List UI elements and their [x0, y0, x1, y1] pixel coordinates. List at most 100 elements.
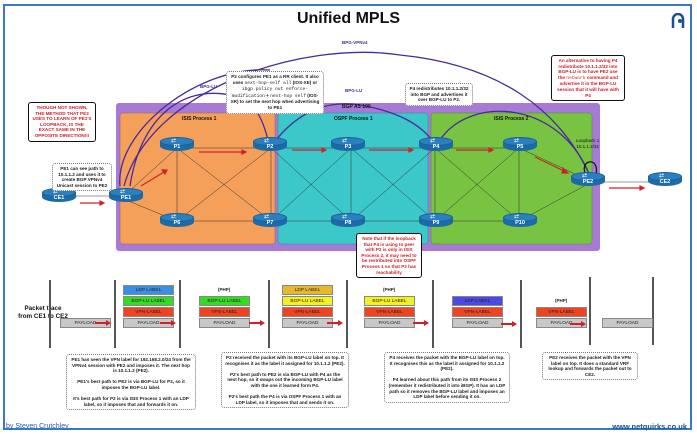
- trace-separator: [432, 280, 434, 348]
- router-name: PE1: [120, 195, 132, 201]
- php-label: (PHP): [383, 287, 396, 292]
- bgp-as-label: BGP AS 100: [342, 104, 371, 110]
- explanation-p2: P2 received the packet with its BGP-LU l…: [221, 352, 349, 409]
- note-text: (IOS-XR) to set the next hop when advert…: [230, 92, 320, 110]
- label-payload: PAYLOAD: [452, 318, 503, 328]
- router-name: P9: [432, 220, 440, 226]
- router-name: P7: [266, 220, 274, 226]
- zone-ospf1: [277, 112, 429, 245]
- router-ce2[interactable]: ⇄CE2: [648, 172, 682, 189]
- note-p4-redistributes: P4 redistributes 10.1.1.2/32 into BGP an…: [405, 83, 473, 106]
- trace-separator: [114, 280, 116, 348]
- label-bgp-lu-label: BGP-LU LABEL: [123, 296, 174, 306]
- author-credit: by Steven Crutchley: [6, 423, 69, 430]
- explanation-text: PE1 has seen the VPN label for 192.168.2…: [71, 357, 191, 374]
- explanation-p4: P4 receives the packet with the BGP-LU l…: [384, 352, 510, 403]
- router-p8[interactable]: ⇄P8: [331, 213, 365, 230]
- site-link[interactable]: www.netquirks.co.uk: [612, 422, 687, 431]
- page-title: Unified MPLS: [296, 10, 401, 27]
- trace-arrow-icon: [95, 320, 111, 326]
- vpnv4-session-label: BPG-VPNv4: [342, 40, 368, 45]
- router-icon: ⇄: [171, 213, 177, 220]
- label-vpn-label: VPN-LABEL: [536, 307, 587, 317]
- router-p7[interactable]: ⇄P7: [253, 213, 287, 230]
- zone-label-isis2: ISIS Process 2: [494, 116, 529, 122]
- note-text: P2 configures PE1 as a RR client. It als…: [231, 74, 319, 85]
- explanation-pe2: PE2 receives the packet with the VPN lab…: [542, 352, 638, 381]
- trace-arrow-icon: [501, 321, 517, 327]
- router-name: P6: [173, 220, 181, 226]
- router-p2[interactable]: ⇄P2: [253, 137, 287, 154]
- netquirks-logo-icon: [671, 13, 685, 28]
- note-text: +: [266, 92, 269, 98]
- explanation-text: P2's best path the P4 is via OSPF Proces…: [228, 394, 342, 405]
- router-icon: ⇄: [53, 188, 59, 195]
- note-code: network: [566, 75, 586, 81]
- router-name: P4: [432, 144, 440, 150]
- trace-arrow-icon: [413, 320, 429, 326]
- bgp-lu-left-label: BPG-LU: [200, 84, 218, 89]
- label-bgp-lu-label: BGP-LU LABEL: [364, 296, 415, 306]
- zone-label-isis1: ISIS Process 1: [182, 116, 217, 122]
- note-alternative-network-command: An alternative to having P4 redistribute…: [551, 55, 625, 102]
- label-vpn-label: VPN-LABEL: [364, 307, 415, 317]
- php-label: (PHP): [555, 298, 568, 303]
- trace-separator: [520, 280, 522, 348]
- trace-arrow-icon: [327, 320, 343, 326]
- router-icon: ⇄: [120, 188, 126, 195]
- label-payload: PAYLOAD: [602, 318, 653, 328]
- label-vpn-label: VPN-LABEL: [123, 307, 174, 317]
- router-icon: ⇄: [514, 213, 520, 220]
- trace-separator: [179, 280, 181, 348]
- router-p9[interactable]: ⇄P9: [419, 213, 453, 230]
- trace-arrow-icon: [160, 320, 176, 326]
- router-icon: ⇄: [342, 213, 348, 220]
- label-vpn-label: VPN-LABEL: [199, 307, 250, 317]
- router-name: P3: [344, 144, 352, 150]
- bgp-lu-mid-line: [275, 103, 433, 141]
- note-text: An alternative to having P4 redistribute…: [558, 58, 618, 80]
- router-name: P5: [516, 144, 524, 150]
- router-p3[interactable]: ⇄P3: [331, 137, 365, 154]
- router-icon: ⇄: [582, 172, 588, 179]
- router-p1[interactable]: ⇄P1: [160, 137, 194, 154]
- router-icon: ⇄: [514, 137, 520, 144]
- loopback-name: Loopback 1: [576, 138, 600, 143]
- note-p2-rr-client: P2 configures PE1 as a RR client. It als…: [226, 71, 324, 114]
- note-ospf-reachability: Note that if the loopback that P4 is usi…: [356, 233, 422, 279]
- trace-separator: [346, 280, 348, 348]
- bgp-lu-left-line: [129, 92, 269, 187]
- label-vpn-label: VPN-LABEL: [452, 307, 503, 317]
- router-name: CE1: [53, 195, 65, 201]
- router-p4[interactable]: ⇄P4: [419, 137, 453, 154]
- explanation-pe1: PE1 has seen the VPN label for 192.168.2…: [66, 354, 196, 411]
- note-opposite-direction: THOUGH NOT SHOWN, THE METHOD THAT PE2 US…: [28, 102, 96, 142]
- router-name: P1: [173, 144, 181, 150]
- note-text: (IOS-XE) or: [292, 79, 318, 85]
- label-vpn-label: VPN-LABEL: [282, 307, 333, 317]
- router-p10[interactable]: ⇄P10: [503, 213, 537, 230]
- router-p6[interactable]: ⇄P6: [160, 213, 194, 230]
- label-ldp-label: LDP LABEL: [452, 296, 503, 306]
- flow-arrows: [80, 147, 646, 206]
- explanation-text: P4 learned about this path from its ISIS…: [388, 377, 506, 400]
- trace-arrow-icon: [570, 321, 586, 327]
- label-payload: PAYLOAD: [536, 318, 587, 328]
- router-p5[interactable]: ⇄P5: [503, 137, 537, 154]
- router-icon: ⇄: [171, 137, 177, 144]
- router-icon: ⇄: [659, 172, 665, 179]
- explanation-text: P2's best path to PE2 is via BGP-LU with…: [227, 371, 343, 388]
- explanation-text: PE2 receives the packet with the VPN lab…: [548, 355, 632, 377]
- label-payload: PAYLOAD: [364, 318, 415, 328]
- label-ldp-label: LDP LABEL: [282, 285, 333, 295]
- router-pe1[interactable]: ⇄PE1: [109, 188, 143, 205]
- router-icon: ⇄: [264, 137, 270, 144]
- router-icon: ⇄: [430, 213, 436, 220]
- router-name: PE2: [582, 179, 594, 185]
- router-pe2[interactable]: ⇄PE2: [571, 172, 605, 189]
- vpnv4-session-line: [123, 51, 591, 187]
- router-name: P8: [344, 220, 352, 226]
- php-label: (PHP): [218, 287, 231, 292]
- bgp-sessions: [119, 51, 591, 187]
